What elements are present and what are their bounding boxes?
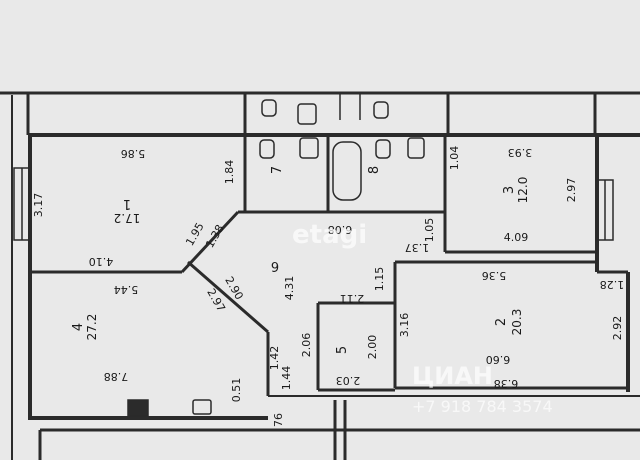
dim-label: 1.42: [268, 346, 281, 371]
sink-icon-2: [299, 137, 319, 159]
dim-label: 2.03: [336, 374, 361, 387]
room-3-area: 12.0: [516, 177, 530, 204]
room-8-number: 8: [367, 166, 382, 174]
room-3-number: 3: [502, 186, 517, 194]
dim-label: 2.06: [300, 333, 313, 358]
room-4-number: 4: [71, 323, 86, 331]
walls: [0, 91, 640, 460]
toilet-icon-2: [373, 101, 389, 119]
dim-label: 4.09: [504, 231, 529, 244]
dim-label: 4.31: [283, 276, 296, 301]
sink-icon-4: [192, 399, 212, 415]
dimension-labels: 5.86 1.84 3.17 4.10 1.95 1.38 5.44 2.90 …: [32, 146, 624, 427]
room-labels: 1 17.2 2 20.3 3 12.0 4 27.2 5 6 7 8: [71, 166, 530, 354]
room-5-number: 5: [335, 346, 350, 354]
sink-icon: [297, 103, 317, 125]
room-2-area: 20.3: [510, 309, 524, 336]
dim-label: 1.37: [405, 241, 430, 254]
toilet-icon-4: [375, 139, 391, 159]
stove-icon: [127, 399, 149, 417]
dim-label: 3.16: [398, 313, 411, 338]
sink-icon-3: [407, 137, 425, 159]
dim-label: 6.60: [486, 353, 511, 366]
dim-label: 4.10: [89, 255, 114, 268]
toilet-icon: [261, 99, 277, 117]
dim-label: 1.84: [223, 160, 236, 185]
dim-label: 6.38: [494, 377, 519, 390]
dim-label: 1.05: [423, 218, 436, 243]
dim-label: 5.86: [121, 147, 146, 160]
room-6-number: 6: [271, 258, 279, 273]
dim-label: 1.28: [600, 278, 625, 291]
dim-label: 0.51: [230, 378, 243, 403]
dim-label: 1.04: [448, 146, 461, 171]
dim-label: 3.17: [32, 193, 45, 218]
room-4-area: 27.2: [85, 314, 99, 341]
room-1-area: 17.2: [114, 211, 141, 225]
dim-label: 1.44: [280, 366, 293, 391]
watermark-phone: +7 918 784 3574: [412, 397, 553, 416]
dim-label: 2.97: [565, 178, 578, 203]
watermarks: etagi ЦИАН +7 918 784 3574: [292, 220, 553, 416]
dim-label: 7.88: [104, 370, 129, 383]
windows: [13, 93, 614, 241]
dim-label: 76: [272, 413, 285, 427]
bathtub-icon: [332, 141, 362, 201]
room-1-number: 1: [123, 196, 131, 211]
watermark-etagi: etagi: [292, 220, 367, 250]
dim-label: 3.93: [508, 146, 533, 159]
dim-label: 5.36: [482, 269, 507, 282]
toilet-icon-3: [259, 139, 275, 159]
room-7-number: 7: [270, 166, 285, 174]
fixtures: [127, 99, 425, 417]
dim-label: 2.11: [340, 292, 365, 305]
dim-label: 2.00: [366, 335, 379, 360]
watermark-cian: ЦИАН: [412, 362, 493, 390]
dim-label: 6.08: [328, 223, 353, 236]
dim-label: 5.44: [114, 283, 139, 296]
dim-label: 1.15: [373, 267, 386, 292]
room-2-number: 2: [494, 318, 509, 326]
dim-label: 2.92: [611, 316, 624, 341]
